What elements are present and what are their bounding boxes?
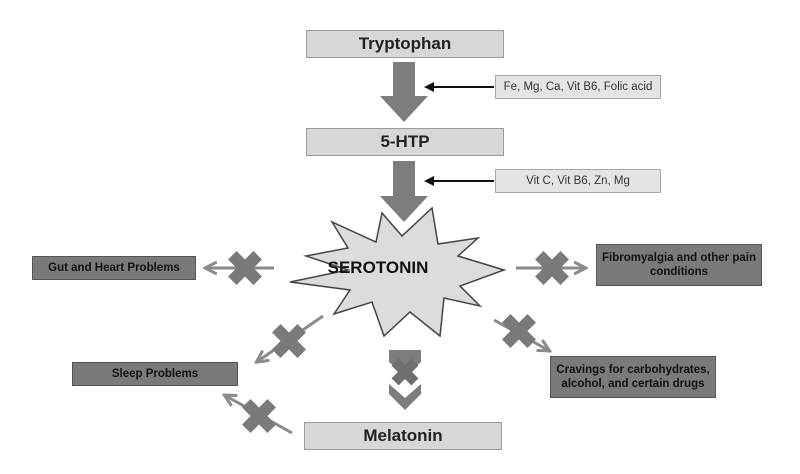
5htp-box: 5-HTP	[306, 128, 504, 156]
cross-sleep	[272, 324, 306, 358]
serotonin-burst	[289, 206, 507, 338]
cofactor-box-2: Vit C, Vit B6, Zn, Mg	[495, 169, 661, 193]
cofactor-box-1: Fe, Mg, Ca, Vit B6, Folic acid	[495, 75, 661, 99]
cross-melatonin	[391, 358, 419, 386]
serotonin-label: SEROTONIN	[327, 258, 429, 277]
fibromyalgia-box: Fibromyalgia and other pain conditions	[596, 244, 762, 286]
sleep-problems-box: Sleep Problems	[72, 362, 238, 386]
cross-cravings	[502, 314, 536, 348]
cravings-box: Cravings for carbohydrates, alcohol, and…	[550, 356, 716, 398]
melatonin-box: Melatonin	[304, 422, 502, 450]
cross-gut-heart	[228, 251, 262, 285]
tryptophan-box: Tryptophan	[306, 30, 504, 58]
cross-fibromyalgia	[535, 251, 569, 285]
cross-melatonin-sleep	[242, 399, 276, 433]
block-arrow-tryptophan-to-5htp	[380, 62, 428, 122]
gut-heart-problems-box: Gut and Heart Problems	[32, 256, 196, 280]
block-arrow-5htp-to-serotonin	[380, 161, 428, 222]
